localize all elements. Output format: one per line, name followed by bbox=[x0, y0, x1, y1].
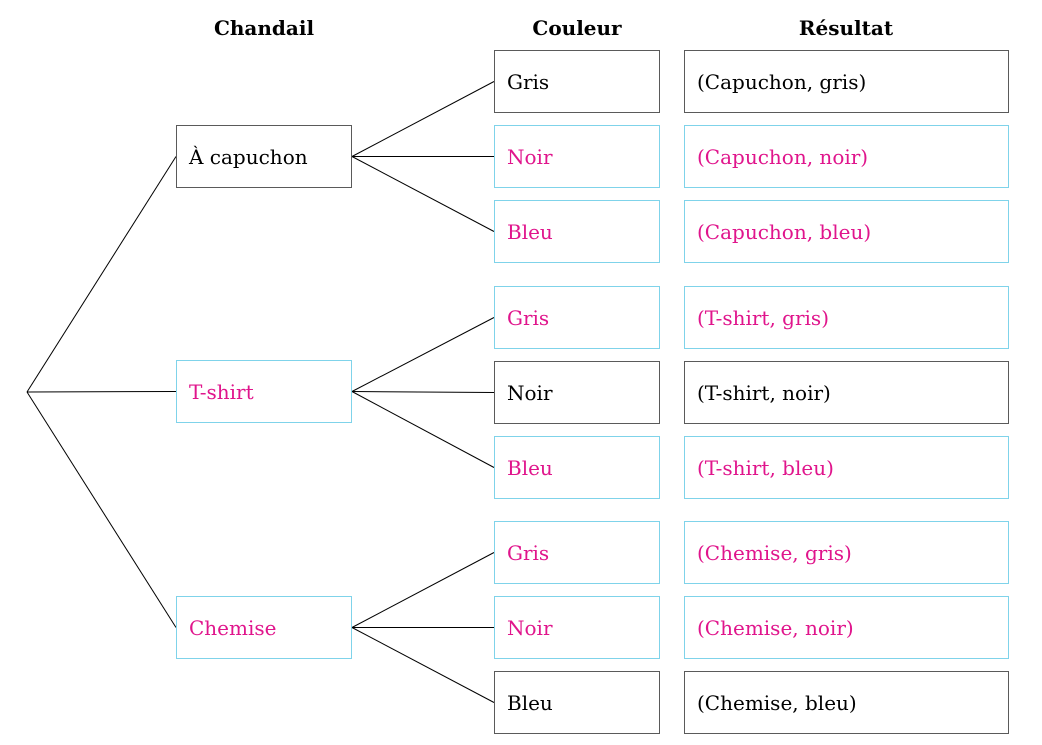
couleur-node: Bleu bbox=[494, 436, 660, 499]
edge-chandail-to-couleur bbox=[351, 391, 495, 393]
header-couleur: Couleur bbox=[532, 16, 622, 40]
edge-chandail-to-couleur bbox=[351, 391, 495, 468]
couleur-node: Gris bbox=[494, 50, 660, 113]
couleur-node: Noir bbox=[494, 361, 660, 424]
chandail-node: T-shirt bbox=[176, 360, 352, 423]
edge-chandail-to-couleur bbox=[351, 552, 495, 628]
header-chandail: Chandail bbox=[213, 16, 315, 40]
resultat-node: (Capuchon, noir) bbox=[684, 125, 1009, 188]
edge-root-to-chandail bbox=[26, 391, 177, 628]
couleur-node: Gris bbox=[494, 521, 660, 584]
edge-chandail-to-couleur bbox=[351, 81, 495, 157]
edge-chandail-to-couleur bbox=[351, 156, 495, 232]
chandail-node: À capuchon bbox=[176, 125, 352, 188]
edge-chandail-to-couleur bbox=[351, 627, 495, 703]
resultat-node: (T-shirt, gris) bbox=[684, 286, 1009, 349]
couleur-node: Noir bbox=[494, 596, 660, 659]
resultat-node: (T-shirt, bleu) bbox=[684, 436, 1009, 499]
couleur-node: Gris bbox=[494, 286, 660, 349]
couleur-node: Bleu bbox=[494, 200, 660, 263]
resultat-node: (Chemise, bleu) bbox=[684, 671, 1009, 734]
resultat-node: (Capuchon, gris) bbox=[684, 50, 1009, 113]
resultat-node: (Chemise, gris) bbox=[684, 521, 1009, 584]
resultat-node: (Capuchon, bleu) bbox=[684, 200, 1009, 263]
chandail-node: Chemise bbox=[176, 596, 352, 659]
couleur-node: Bleu bbox=[494, 671, 660, 734]
resultat-node: (Chemise, noir) bbox=[684, 596, 1009, 659]
edge-chandail-to-couleur bbox=[351, 317, 495, 392]
resultat-node: (T-shirt, noir) bbox=[684, 361, 1009, 424]
header-resultat: Résultat bbox=[798, 16, 894, 40]
edge-root-to-chandail bbox=[26, 391, 177, 393]
edge-root-to-chandail bbox=[26, 156, 177, 393]
couleur-node: Noir bbox=[494, 125, 660, 188]
